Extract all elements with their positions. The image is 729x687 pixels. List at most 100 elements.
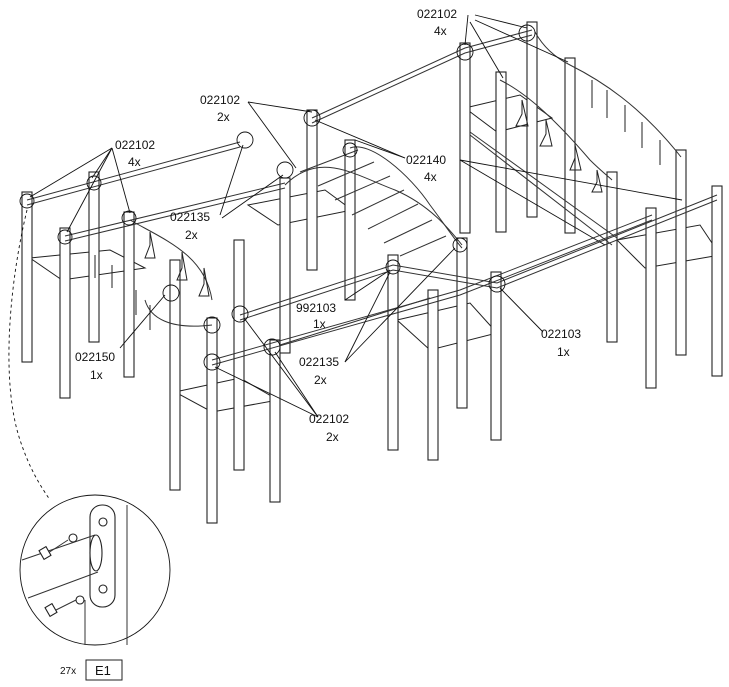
hanging-ring: [539, 119, 553, 147]
detail-part-box: [85, 659, 123, 681]
callout-qty: 2x: [326, 430, 339, 444]
leader-line: [66, 147, 113, 233]
post: [606, 171, 618, 343]
leader-line: [474, 14, 528, 29]
callout-code: 022102: [309, 412, 349, 426]
platform-right: [615, 224, 721, 269]
post: [279, 177, 291, 354]
leader-line: [344, 247, 456, 363]
detail-connector: [8, 209, 51, 501]
leader-lines: [29, 14, 683, 418]
platforms: [28, 94, 721, 413]
connection-marker: [385, 259, 401, 275]
callout-qty: 1x: [313, 317, 326, 331]
rail: [469, 134, 613, 246]
rail: [534, 31, 682, 158]
leader-line: [459, 159, 606, 246]
rail: [349, 146, 463, 249]
leader-line: [219, 144, 244, 216]
leader-line: [459, 159, 683, 201]
rail: [311, 34, 533, 124]
connection-marker: [231, 305, 249, 323]
callout-qty: 1x: [557, 345, 570, 359]
post: [495, 71, 507, 233]
leader-line: [119, 294, 166, 349]
leader-line: [314, 119, 406, 159]
leader-line: [464, 14, 469, 46]
leader-line: [221, 174, 284, 219]
posts: [21, 21, 723, 524]
rail: [144, 299, 213, 327]
ladder-rung: [317, 161, 375, 187]
post: [88, 171, 100, 343]
hanging-ring: [144, 231, 156, 259]
detail-washer: [68, 533, 78, 543]
post: [459, 42, 471, 234]
leader-line: [474, 19, 569, 63]
platform-top-center: [463, 94, 554, 133]
rail: [279, 297, 431, 346]
rail: [211, 214, 653, 361]
connection-marker: [162, 284, 180, 302]
leader-line: [344, 269, 391, 301]
post: [675, 149, 687, 356]
connection-marker: [518, 24, 536, 42]
ladder-rung: [299, 149, 359, 173]
rail: [129, 219, 213, 301]
ladder-rung: [383, 219, 433, 244]
detail-screw-head: [44, 602, 58, 618]
ladder-rung: [351, 189, 405, 216]
connection-marker: [86, 175, 102, 191]
leader-line: [111, 147, 131, 214]
hanging-ring: [198, 267, 210, 297]
post: [59, 227, 71, 399]
post: [427, 289, 439, 461]
detail-tube-end: [89, 534, 103, 572]
hanging-ring: [176, 251, 188, 281]
post: [233, 239, 245, 471]
post: [645, 207, 657, 389]
leader-line: [214, 366, 319, 418]
connection-marker: [57, 229, 73, 245]
detail-bracket: [21, 504, 128, 645]
detail-part-label: E1: [95, 663, 111, 678]
rail: [26, 146, 241, 206]
connection-marker: [452, 237, 468, 253]
callout-code: 022140: [406, 153, 446, 167]
post: [387, 254, 399, 451]
callout-qty: 4x: [434, 24, 447, 38]
leader-line: [344, 271, 391, 363]
detail-view: 27x E1: [8, 209, 171, 681]
post: [306, 109, 318, 271]
post: [21, 191, 33, 363]
callout-qty: 1x: [90, 368, 103, 382]
callout-qty: 2x: [185, 228, 198, 242]
rail: [64, 182, 286, 237]
hanging-ring: [515, 99, 529, 127]
connection-marker: [203, 316, 221, 334]
detail-washer: [75, 595, 85, 605]
post: [526, 21, 538, 218]
leader-line: [247, 101, 313, 113]
leader-line: [247, 101, 297, 169]
rail: [26, 141, 241, 201]
callout-code: 022102: [115, 138, 155, 152]
post: [206, 317, 218, 524]
platform-lower-left: [173, 377, 280, 413]
rail: [239, 194, 718, 316]
leader-line: [91, 147, 113, 179]
rail: [499, 79, 613, 181]
post: [711, 185, 723, 377]
callout-code: 992103: [296, 301, 336, 315]
post: [490, 271, 502, 441]
platform-left: [28, 249, 147, 281]
callout-code: 022150: [75, 350, 115, 364]
callout-code: 022102: [200, 93, 240, 107]
rail: [469, 131, 618, 239]
callout-qty: 2x: [314, 373, 327, 387]
platform-center-right: [395, 302, 498, 351]
connection-marker: [342, 142, 358, 158]
platform-center-left: [246, 189, 354, 226]
connection-marker: [276, 161, 294, 179]
